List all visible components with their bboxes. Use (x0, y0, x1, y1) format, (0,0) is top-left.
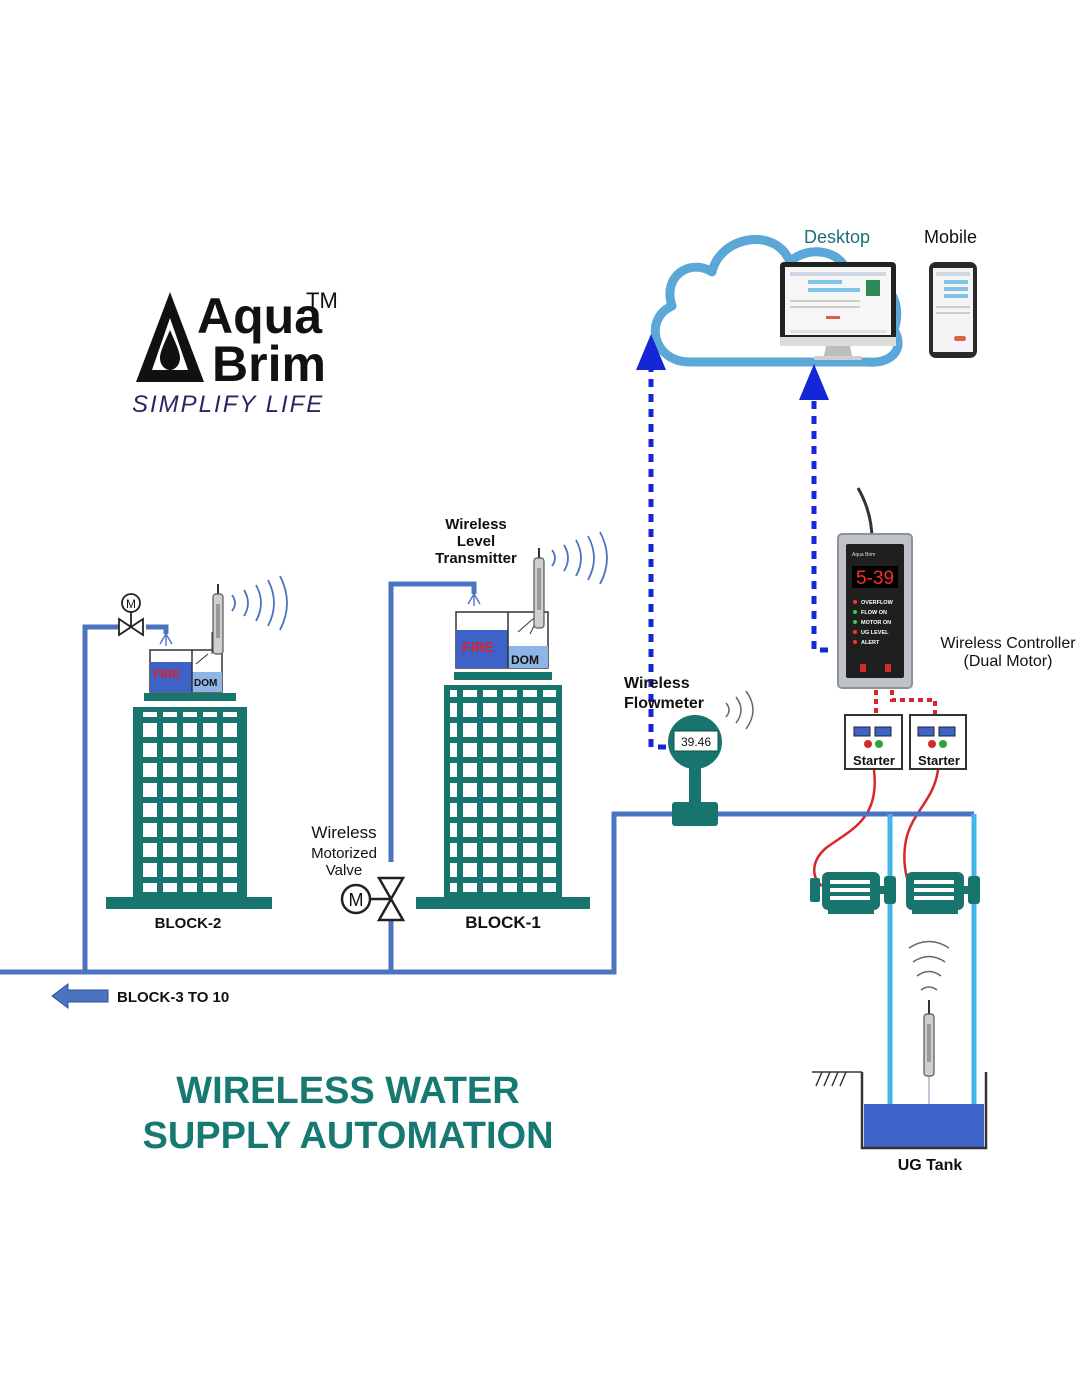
starter-box-2: Starter (909, 714, 967, 770)
desktop-monitor-icon (780, 262, 896, 360)
rooftop-tank-block-2: FIRE DOM (149, 632, 223, 693)
wireless-link-flowmeter-cloud (636, 334, 666, 750)
valve-label-line3: Valve (326, 862, 362, 879)
pump-motor-1 (810, 872, 896, 914)
rooftop-tank-block-1: FIRE DOM (455, 611, 549, 669)
title-line2: SUPPLY AUTOMATION (142, 1115, 553, 1157)
building-block-2 (106, 693, 272, 909)
indicator-led (853, 600, 857, 604)
starter-motor-wire (813, 769, 877, 887)
level-transmitter-label-line2: Level (457, 533, 495, 550)
pump-motor-2 (906, 872, 980, 914)
arrow-up-icon (636, 334, 666, 370)
level-transmitter-block-2 (212, 584, 224, 655)
ug-tank-label: UG Tank (898, 1157, 963, 1174)
indicator-label: MOTOR ON (861, 620, 891, 626)
valve-label-line1: Wireless (311, 823, 376, 842)
controller-starter-wire (890, 690, 937, 714)
top-motorized-valve-icon: M (118, 593, 144, 637)
sprinkler-icon (159, 633, 173, 646)
sprinkler-icon (467, 593, 481, 606)
block-1-label: BLOCK-1 (465, 913, 541, 932)
controller-label-line1: Wireless Controller (940, 635, 1076, 652)
wireless-signal-icon (551, 531, 608, 585)
indicator-label: ALERT (861, 640, 880, 646)
aquabrim-logo: Aqua TM Brim SIMPLIFY LIFE (132, 288, 338, 418)
wireless-link-controller-cloud (799, 364, 829, 653)
wireless-signal-icon (908, 940, 950, 991)
brand-trademark: TM (306, 288, 338, 313)
level-transmitter-ug (923, 1000, 935, 1104)
controller-brand: Aqua Brim (852, 552, 875, 558)
starter-motor-wire (903, 769, 940, 887)
brand-name-line1: Aqua (197, 288, 323, 344)
desktop-label: Desktop (804, 227, 870, 247)
arrow-left-icon (51, 983, 109, 1009)
wireless-signal-icon (231, 575, 288, 631)
controller-display: 5-39 (856, 568, 894, 589)
wireless-controller: Aqua Brim 5-39 OVERFLOW FLOW ON MOTOR ON… (837, 487, 913, 689)
controller-label-line2: (Dual Motor) (964, 653, 1053, 670)
indicator-label: OVERFLOW (861, 600, 894, 606)
flowmeter-label-line1: Wireless (624, 675, 690, 692)
tank-fire-label: FIRE (462, 639, 494, 655)
tank-fire-label: FIRE (153, 667, 180, 681)
ug-tank (860, 1072, 988, 1150)
water-drop-triangle-icon (136, 292, 204, 382)
level-transmitter-block-1 (533, 548, 545, 629)
mobile-phone-icon (929, 262, 977, 358)
indicator-label: UG LEVEL (861, 630, 889, 636)
brand-tagline: SIMPLIFY LIFE (132, 391, 324, 418)
arrow-up-icon (799, 364, 829, 400)
block-2-label: BLOCK-2 (155, 915, 222, 932)
building-block-1 (416, 672, 590, 909)
motorized-valve-icon: M (340, 876, 406, 922)
top-valve-motor-symbol: M (126, 597, 136, 611)
valve-motor-symbol: M (349, 890, 364, 910)
title-line1: WIRELESS WATER (176, 1070, 519, 1112)
indicator-label: FLOW ON (861, 610, 887, 616)
ground-hatch-icon (812, 1071, 862, 1087)
indicator-led (853, 610, 857, 614)
tank-dom-label: DOM (194, 678, 217, 689)
indicator-led (853, 630, 857, 634)
starter-label: Starter (853, 753, 895, 768)
starter-label: Starter (918, 753, 960, 768)
level-transmitter-label-line1: Wireless (445, 516, 507, 533)
tank-dom-label: DOM (511, 653, 539, 667)
valve-label-line2: Motorized (311, 845, 377, 862)
pipe-network (0, 581, 974, 975)
level-transmitter-label-line3: Transmitter (435, 550, 517, 567)
wireless-signal-icon (725, 690, 754, 730)
indicator-led (853, 620, 857, 624)
ug-tank-pipes (887, 814, 977, 1148)
flowmeter-label-line2: Flowmeter (624, 695, 704, 712)
indicator-led (853, 640, 857, 644)
flowmeter-reading: 39.46 (681, 735, 711, 749)
branch-label: BLOCK-3 TO 10 (117, 989, 229, 1006)
starter-box-1: Starter (844, 714, 903, 770)
brand-name-line2: Brim (212, 336, 326, 392)
mobile-label: Mobile (924, 227, 977, 247)
wireless-flowmeter: 39.46 (668, 715, 722, 826)
